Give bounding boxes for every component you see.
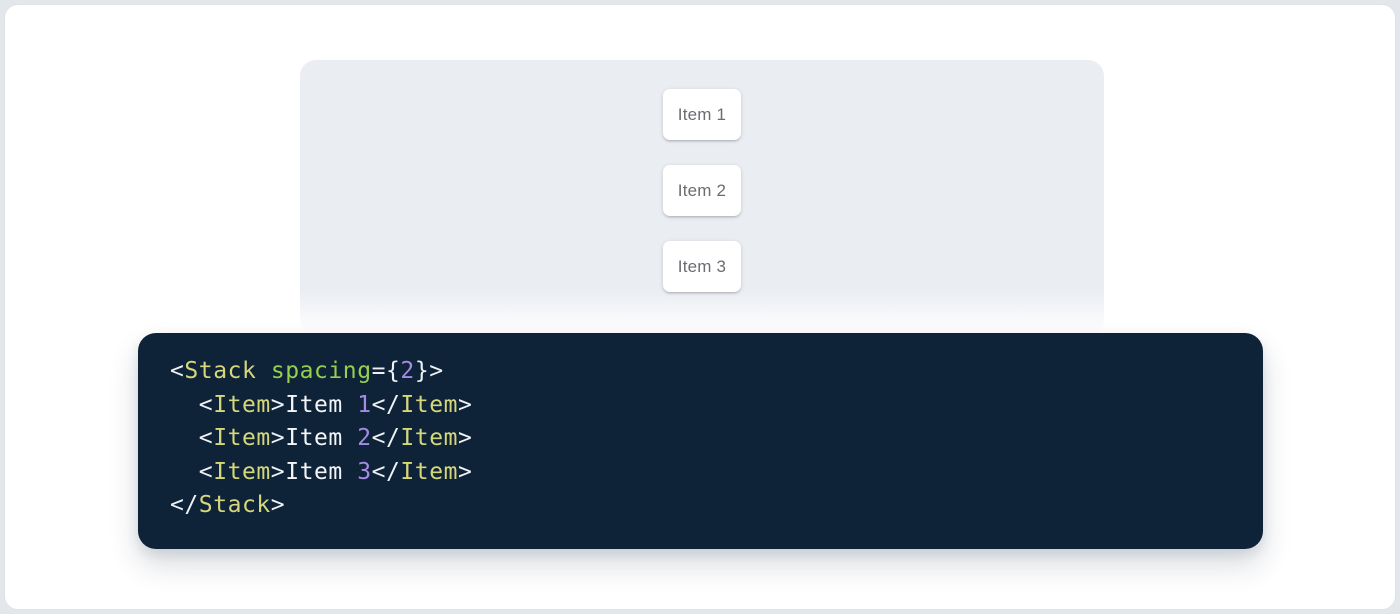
- code-token-punctuation: >: [458, 425, 473, 451]
- code-line: </Stack>: [170, 489, 1231, 523]
- code-token-punctuation: </: [371, 425, 401, 451]
- code-token-tag: Item: [213, 391, 271, 418]
- code-token-punctuation: >: [270, 492, 286, 518]
- code-token-punctuation: </: [170, 492, 199, 518]
- stack-item: Item 1: [663, 89, 741, 140]
- code-token-punctuation: {: [386, 358, 401, 384]
- code-line: <Stack spacing={2}>: [170, 355, 1231, 389]
- stack-item-label: Item 3: [677, 256, 727, 276]
- code-token-punctuation: }: [414, 358, 430, 384]
- stack-item: Item 2: [663, 165, 741, 216]
- code-block: <Stack spacing={2}> <Item>Item 1</Item> …: [138, 333, 1263, 549]
- stack-item-label: Item 1: [677, 104, 727, 124]
- code-token-number: 3: [357, 458, 372, 485]
- code-line: <Item>Item 3</Item>: [170, 456, 1231, 490]
- code-token-text: Item: [285, 391, 358, 418]
- code-token-punctuation: >: [270, 458, 286, 485]
- code-token-punctuation: <: [198, 458, 214, 485]
- stack-demo-panel: Item 1 Item 2 Item 3: [300, 60, 1104, 334]
- code-token-punctuation: >: [270, 425, 286, 451]
- stack-demo: Item 1 Item 2 Item 3: [300, 60, 1104, 292]
- code-token-punctuation: >: [458, 391, 473, 418]
- code-token-text: Item: [285, 425, 358, 451]
- code-token-text: [170, 459, 199, 485]
- code-pre: <Stack spacing={2}> <Item>Item 1</Item> …: [170, 355, 1231, 523]
- code-token-attr_name: spacing: [270, 358, 372, 384]
- code-token-punctuation: <: [170, 358, 185, 384]
- code-token-text: Item: [285, 458, 358, 485]
- code-token-punctuation: >: [270, 391, 286, 418]
- code-token-punctuation: </: [371, 458, 401, 485]
- code-token-number: 1: [357, 391, 372, 418]
- code-line: <Item>Item 1</Item>: [170, 389, 1231, 423]
- code-token-punctuation: <: [198, 425, 214, 451]
- stack-item-label: Item 2: [677, 180, 727, 200]
- code-token-punctuation: >: [429, 358, 444, 384]
- code-token-tag: Item: [400, 458, 458, 485]
- code-token-tag: Stack: [198, 492, 271, 518]
- code-line: <Item>Item 2</Item>: [170, 422, 1231, 456]
- code-token-tag: Stack: [184, 358, 257, 384]
- code-token-text: [256, 358, 270, 384]
- code-token-punctuation: >: [458, 458, 473, 485]
- code-token-tag: Item: [400, 391, 458, 418]
- code-token-punctuation: =: [371, 358, 386, 384]
- code-token-text: [170, 425, 199, 451]
- code-token-tag: Item: [213, 458, 271, 485]
- code-token-tag: Item: [400, 425, 458, 451]
- code-token-number: 2: [400, 358, 415, 384]
- code-token-text: [170, 392, 199, 418]
- code-token-number: 2: [357, 425, 372, 451]
- code-token-punctuation: </: [371, 391, 401, 418]
- code-token-tag: Item: [213, 425, 271, 451]
- stack-item: Item 3: [663, 241, 741, 292]
- code-token-punctuation: <: [198, 391, 214, 418]
